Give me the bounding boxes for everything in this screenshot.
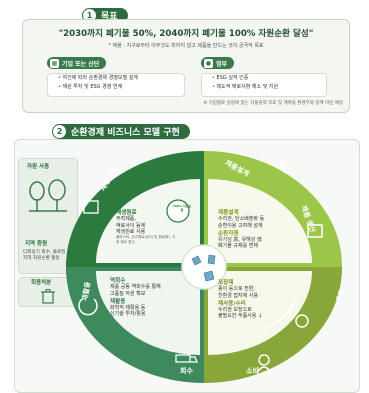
government-tag-label: 정부 — [216, 60, 228, 68]
center-badge: 100% 자원순환 — [172, 204, 192, 212]
circular-resource-title: 순환자원 — [218, 230, 239, 237]
person-icon — [256, 354, 272, 374]
label-consumption: 소비 — [246, 367, 259, 375]
government-item: 제도적 애로사항 해소 및 지원 — [202, 83, 326, 92]
reuse-repair-item: 불필요한 부품사용 ↓ — [218, 313, 263, 320]
goal-box: "2030까지 폐기물 50%, 2040까지 폐기물 100% 자원순환 달성… — [22, 19, 350, 113]
recycled-item: 주력제품, — [116, 216, 136, 223]
cart-icon — [295, 314, 309, 328]
recycle-badge-icon — [166, 199, 190, 223]
inner-panel-top-left — [96, 179, 200, 263]
reuse-repair-item: 수리권 보장으로 — [218, 307, 252, 314]
design-item: 순환이용 고려해 설계 — [218, 222, 263, 229]
reverse-collection-title: 역회수 — [110, 278, 126, 284]
section1-title: 목표 — [101, 12, 118, 22]
bottom-note: ※ 기업별로 실정에 맞는 자율원칙 목표 및 계획을 환경부와 함께 마련 예… — [203, 101, 343, 106]
circular-resource-item: 유가성 高, 유해성 低 — [218, 237, 262, 244]
recycled-item: 액료사이 등에 — [116, 222, 146, 229]
company-items: 여건에 따라 순환경제 경영모델 설계 재원 투자 및 ESG 경영 연계 — [47, 73, 185, 97]
goal-note: * 애플 : 지구로부터 아무것도 취하지 않고 제품을 만드는 것이 궁극적 … — [108, 43, 264, 49]
company-tag: ▦ 기업 또는 산단 — [47, 57, 107, 69]
goal-statement: "2030까지 폐기물 50%, 2040까지 폐기물 100% 자원순환 달성… — [58, 29, 314, 39]
bottle-icon — [191, 254, 216, 282]
resource-use-label: 자원 사용 — [27, 164, 50, 170]
circular-economy-diagram — [65, 151, 343, 383]
flow-arrow-icon — [263, 298, 297, 330]
recycled-item: 재생원료 사용 — [116, 228, 146, 235]
section1-number: 1 — [83, 9, 96, 22]
packaging-item: 친환경 접자재 사용 — [218, 292, 258, 299]
local-return-desc: 다회용기 회수, 플로킹 등 지역 자원순환 활동 — [23, 250, 72, 261]
collection-panel: 역회수 제품 공동 역회수를 통해 고품질 자원 확보 재활용 화학적 재활용 … — [110, 278, 200, 318]
truck-icon — [175, 354, 198, 363]
recycle-left-icon — [78, 298, 98, 316]
reverse-collection-item: 고품질 자원 확보 — [110, 290, 146, 297]
section2-number: 2 — [53, 125, 66, 138]
section2-title: 순환경제 비즈니스 모델 구현 — [71, 128, 180, 138]
recycling-title: 재활용 — [110, 298, 126, 305]
design-panel: 제품설계 수리권, 탄소배출량 등 순환이용 고려해 설계 순환자원 유가성 高… — [218, 210, 300, 250]
government-item: ESG 실적 인증 — [202, 74, 326, 83]
factory-icon — [83, 200, 99, 214]
design-title: 제품설계 — [218, 210, 239, 216]
government-tag: ● 정부 — [201, 57, 235, 69]
company-tag-label: 기업 또는 산단 — [62, 60, 100, 68]
disposal-label: 회용처분 — [31, 280, 52, 286]
reverse-collection-item: 제품 공동 역회수를 통해 — [110, 284, 161, 291]
flag-icon: ● — [204, 58, 213, 68]
company-item: 여건에 따라 순환경제 경영모델 설계 — [48, 74, 184, 83]
packaging-title: 포장재 — [218, 280, 234, 286]
company-item: 재원 투자 및 ESG 경영 연계 — [48, 83, 184, 92]
recycled-material-panel: 재생원료 주력제품, 액료사이 등에 재생원료 사용 플라스틱, 유리원료(분리… — [116, 210, 196, 244]
government-items: ESG 실적 인증 제도적 애로사항 해소 및 지원 — [201, 73, 327, 97]
recycling-item: 화학적 재활용 등 — [110, 305, 146, 312]
design-item: 수리권, 탄소배출량 등 — [218, 216, 265, 223]
box-icon — [307, 224, 323, 238]
tree-icon — [29, 179, 67, 212]
recycled-sub: 플라스틱, 유리원료(분리 및 원료화), 각종 원료 합산 — [116, 235, 176, 244]
packaging-item: 종이 등으로 전환, — [218, 286, 255, 293]
recycling-item: 신기술 투자/활용 — [110, 311, 146, 318]
circular-resource-item: 폐기물 규제를 면제 — [218, 243, 258, 250]
inner-panel-top-right — [208, 179, 312, 263]
section2-header: 2 순환경제 비즈니스 모델 구현 — [52, 124, 190, 139]
inner-panel-bottom-right — [208, 271, 312, 355]
reuse-repair-title: 재사용/수리 — [218, 300, 246, 307]
local-return-title: 지역 환원 — [25, 241, 48, 247]
building-icon: ▦ — [50, 58, 59, 68]
trash-icon — [41, 289, 55, 304]
recycled-title: 재생원료 — [116, 210, 137, 216]
inner-panel-bottom-left — [96, 271, 200, 355]
label-collection: 회수 — [180, 367, 193, 375]
tools-icon — [275, 160, 289, 174]
packaging-panel: 포장재 종이 등으로 전환, 친환경 접자재 사용 재사용/수리 수리권 보장으… — [218, 280, 298, 320]
